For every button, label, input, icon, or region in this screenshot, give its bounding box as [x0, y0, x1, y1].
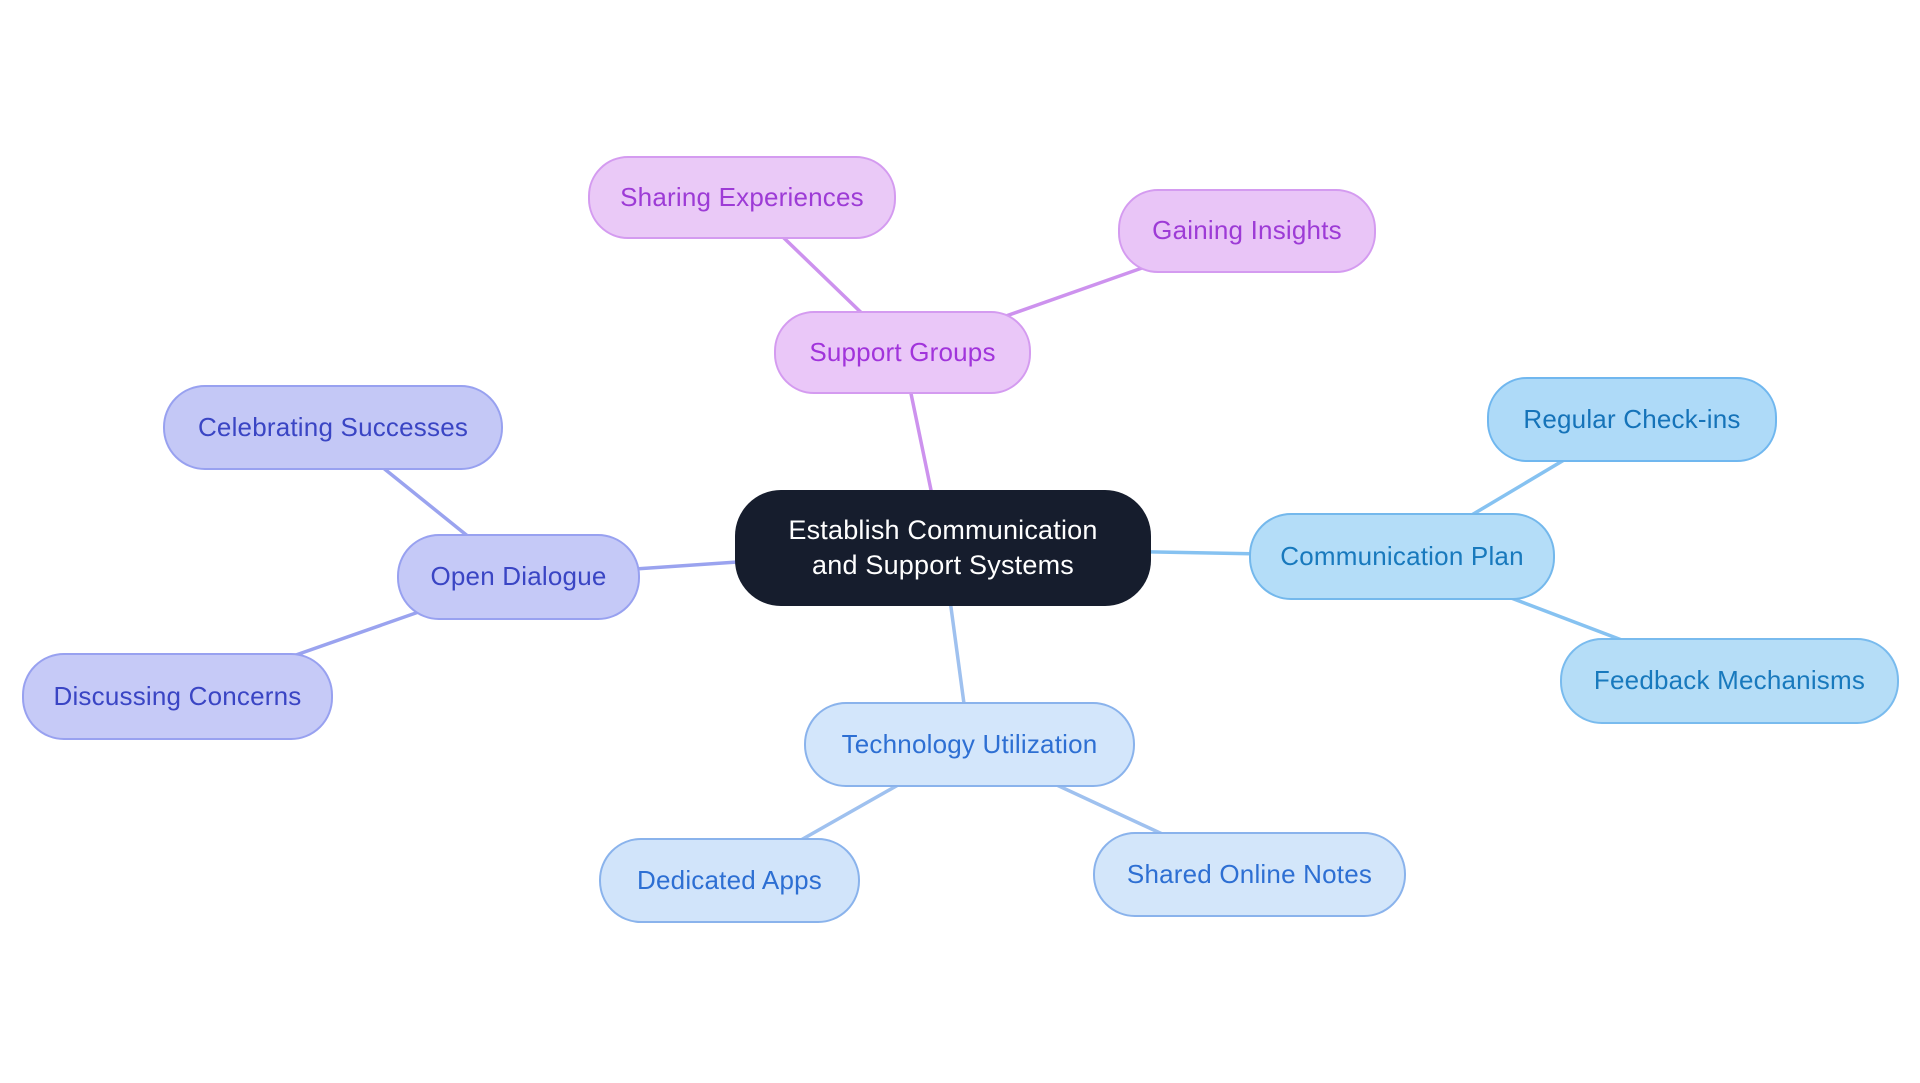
node-label: Gaining Insights [1152, 215, 1342, 246]
node-celebrating-successes[interactable]: Celebrating Successes [163, 385, 503, 470]
node-discussing-concerns[interactable]: Discussing Concerns [22, 653, 333, 740]
node-label: Discussing Concerns [53, 680, 302, 711]
node-label: Dedicated Apps [637, 864, 822, 895]
node-shared-online-notes[interactable]: Shared Online Notes [1093, 832, 1406, 917]
node-label: Sharing Experiences [620, 181, 864, 212]
node-label: Technology Utilization [841, 728, 1098, 759]
node-center[interactable]: Establish Communication and Support Syst… [735, 490, 1151, 606]
node-technology-utilization[interactable]: Technology Utilization [804, 702, 1135, 787]
node-sharing-experiences[interactable]: Sharing Experiences [588, 156, 896, 239]
node-label: Open Dialogue [430, 561, 607, 592]
node-label: Communication Plan [1280, 540, 1524, 571]
node-label: Feedback Mechanisms [1593, 665, 1866, 696]
node-label: Establish Communication and Support Syst… [788, 514, 1098, 580]
node-gaining-insights[interactable]: Gaining Insights [1118, 189, 1376, 273]
node-dedicated-apps[interactable]: Dedicated Apps [599, 838, 860, 923]
node-label: Regular Check-ins [1523, 403, 1741, 434]
node-label: Support Groups [809, 336, 996, 367]
node-communication-plan[interactable]: Communication Plan [1249, 513, 1555, 600]
node-feedback-mechanisms[interactable]: Feedback Mechanisms [1560, 638, 1899, 724]
node-regular-check-ins[interactable]: Regular Check-ins [1487, 377, 1777, 462]
node-open-dialogue[interactable]: Open Dialogue [397, 534, 640, 620]
node-label: Shared Online Notes [1126, 858, 1373, 889]
node-support-groups[interactable]: Support Groups [774, 311, 1031, 394]
node-label: Celebrating Successes [197, 411, 469, 442]
